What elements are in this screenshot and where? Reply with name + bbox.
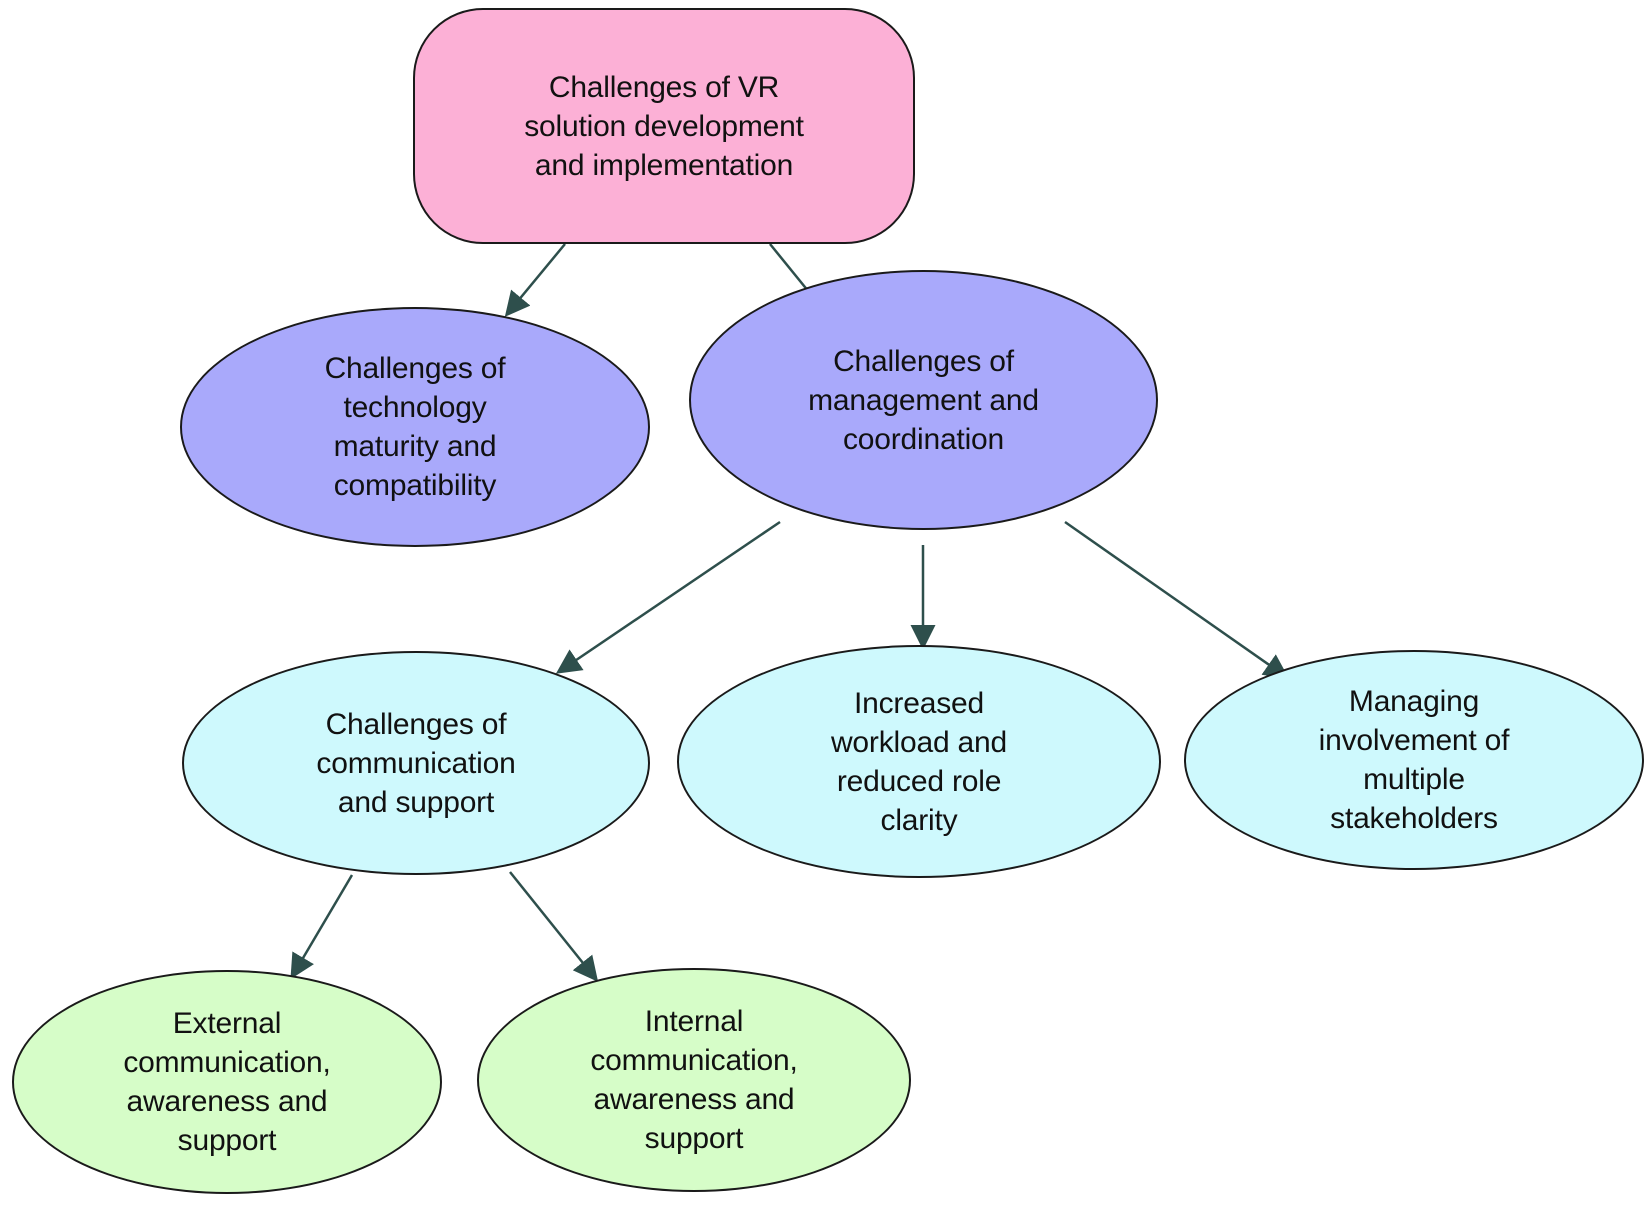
arrow-mgmt-to-comm bbox=[555, 520, 781, 674]
management-coordination-node: Challenges of management and coordinatio… bbox=[689, 270, 1158, 530]
root-node: Challenges of VR solution development an… bbox=[413, 8, 915, 244]
arrow-root-to-tech bbox=[504, 243, 566, 317]
arrow-mgmt-to-stake bbox=[1064, 520, 1290, 679]
external-communication-node: External communication, awareness and su… bbox=[12, 970, 442, 1194]
arrow-comm-to-int bbox=[509, 871, 599, 982]
communication-support-node: Challenges of communication and support bbox=[182, 651, 650, 875]
communication-support-label: Challenges of communication and support bbox=[316, 707, 516, 819]
external-communication-label: External communication, awareness and su… bbox=[123, 1007, 331, 1157]
internal-communication-label: Internal communication, awareness and su… bbox=[590, 1005, 798, 1155]
arrow-comm-to-ext bbox=[290, 874, 354, 980]
technology-maturity-node: Challenges of technology maturity and co… bbox=[180, 307, 650, 547]
stakeholders-node: Managing involvement of multiple stakeho… bbox=[1184, 650, 1644, 870]
stakeholders-label: Managing involvement of multiple stakeho… bbox=[1318, 685, 1510, 835]
root-node-label: Challenges of VR solution development an… bbox=[524, 70, 804, 182]
technology-maturity-label: Challenges of technology maturity and co… bbox=[324, 352, 506, 502]
management-coordination-label: Challenges of management and coordinatio… bbox=[808, 344, 1039, 456]
internal-communication-node: Internal communication, awareness and su… bbox=[477, 968, 911, 1192]
workload-role-clarity-label: Increased workload and reduced role clar… bbox=[830, 686, 1008, 837]
workload-role-clarity-node: Increased workload and reduced role clar… bbox=[677, 645, 1161, 878]
